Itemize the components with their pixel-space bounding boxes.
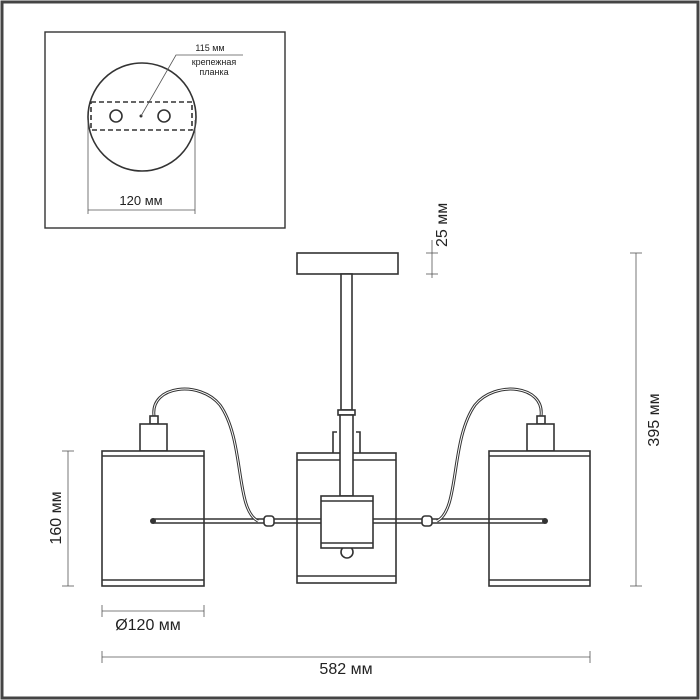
bar-label-line2: планка (199, 67, 228, 77)
bar-length-label: 115 мм (195, 43, 224, 53)
shade-diameter-label: Ø120 мм (115, 617, 181, 634)
center-hub (320, 495, 374, 549)
canopy-diameter-label: 120 мм (119, 193, 162, 208)
canopy (296, 252, 399, 275)
canopy-height-label: 25 мм (434, 203, 451, 247)
dimensions: 25 мм 395 мм 160 мм Ø120 мм 582 мм (48, 203, 663, 678)
shade-height-label: 160 мм (48, 491, 65, 544)
mounting-inset: 115 мм крепежная планка 120 мм (44, 31, 286, 229)
chandelier (101, 252, 591, 587)
total-height-label: 395 мм (646, 393, 663, 446)
bar-label-line1: крепежная (192, 57, 237, 67)
total-width-label: 582 мм (319, 661, 372, 678)
stem (340, 273, 353, 411)
